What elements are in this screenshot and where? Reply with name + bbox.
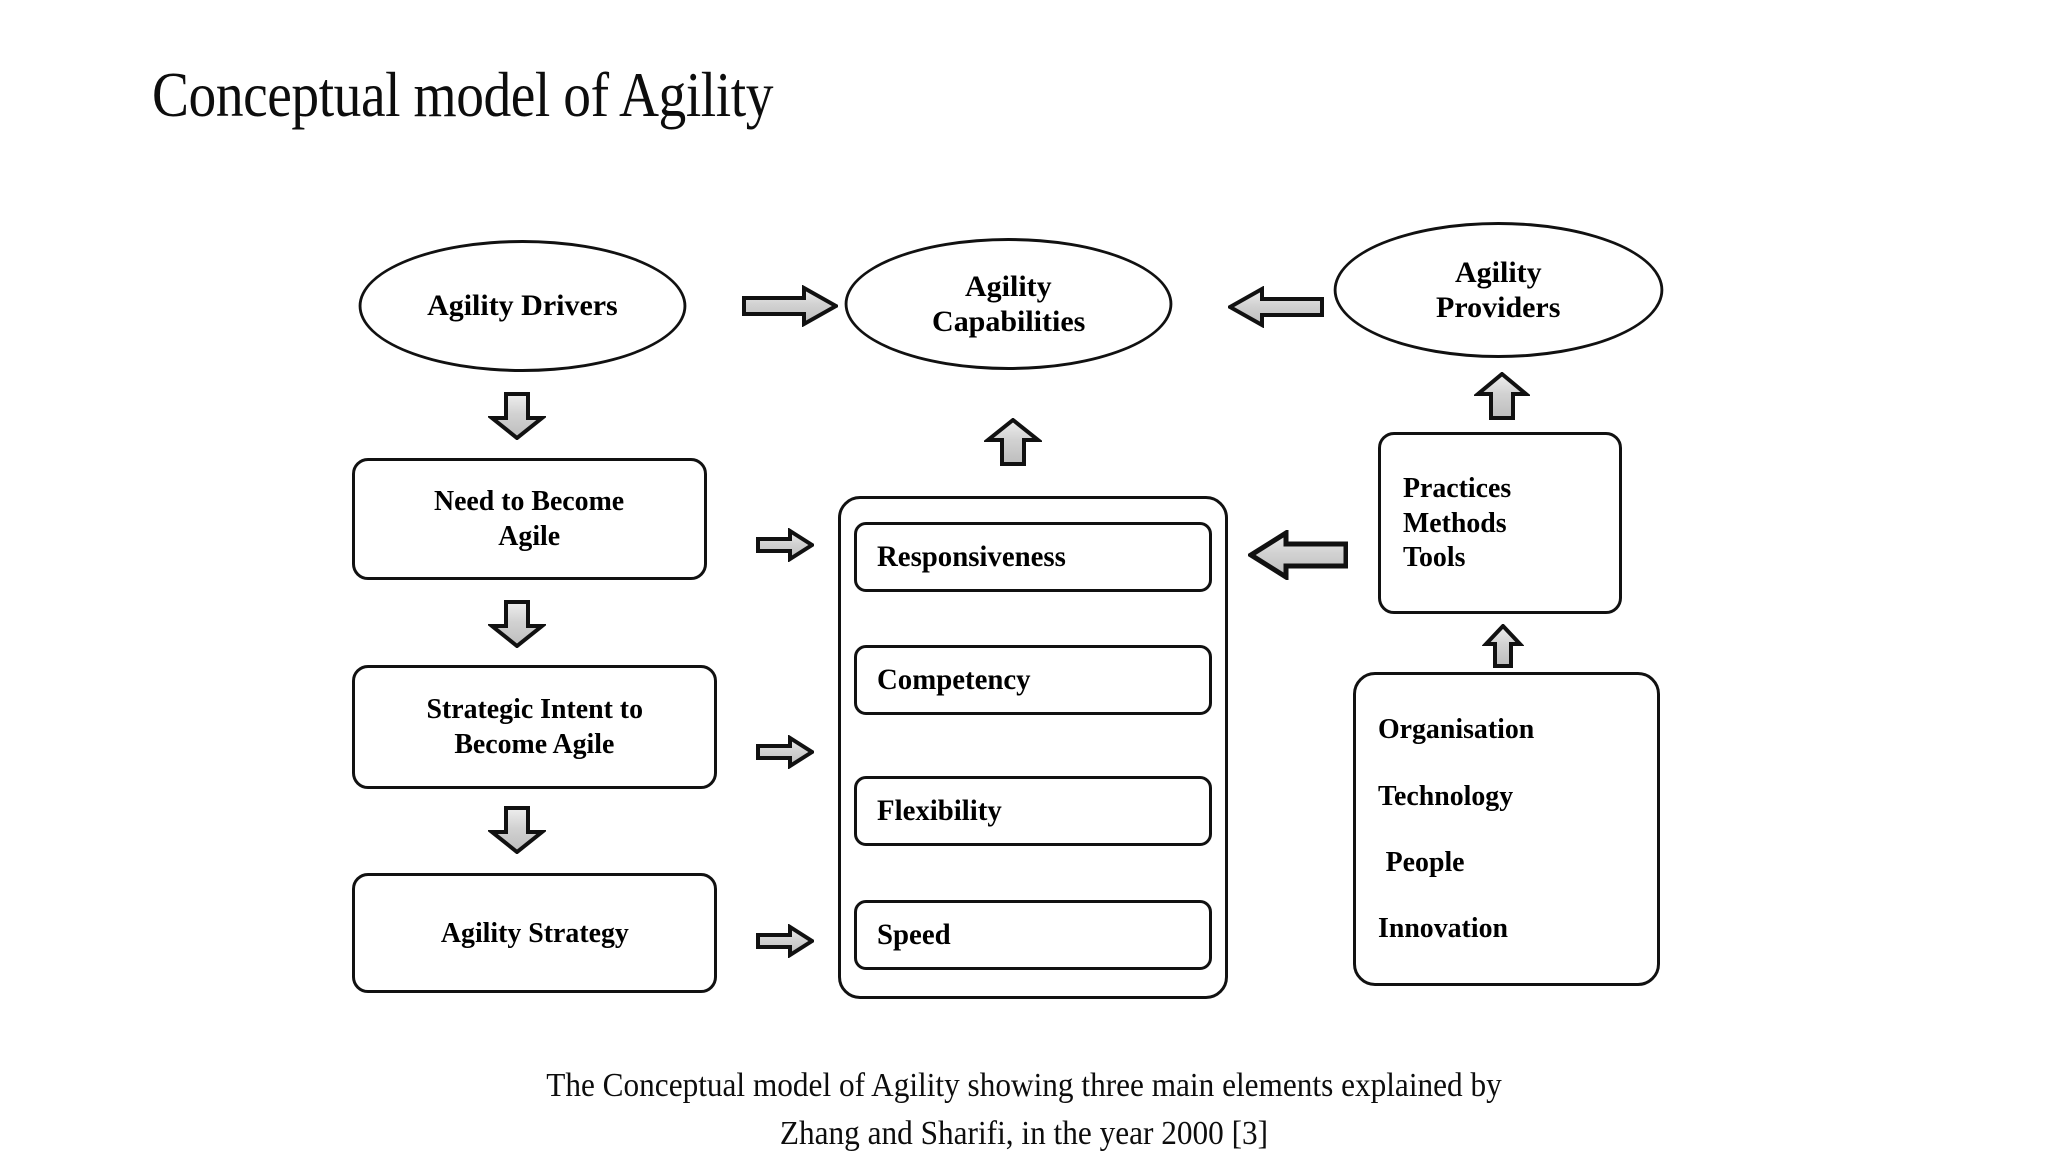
- capability-item-flexibility-label: Flexibility: [877, 794, 1002, 827]
- arrow-drivers-to-capabilities-icon: [742, 285, 838, 327]
- ellipse-agility-drivers-label: Agility Drivers: [427, 289, 618, 323]
- box-need-to-become-agile-line-2: Agile: [498, 520, 561, 552]
- arrow-stack-to-capabilities-icon: [984, 418, 1042, 466]
- ellipse-agility-drivers[interactable]: Agility Drivers: [358, 240, 687, 372]
- figure-caption-line-2: Zhang and Sharifi, in the year 2000 [3]: [779, 1115, 1269, 1152]
- arrow-practices-to-providers-icon: [1474, 372, 1530, 420]
- box-strategic-intent-line-2: Become Agile: [454, 728, 615, 760]
- box-practices-methods-tools-line-3: Tools: [1403, 541, 1466, 574]
- arrow-enablers-to-practices-icon: [1482, 624, 1524, 668]
- box-strategic-intent-line-1: Strategic Intent to: [426, 693, 643, 726]
- capability-item-competency[interactable]: Competency: [854, 645, 1212, 715]
- box-practices-methods-tools-line-1: Practices: [1403, 471, 1512, 504]
- capability-item-responsiveness[interactable]: Responsiveness: [854, 522, 1212, 592]
- ellipse-agility-providers[interactable]: Agility Providers: [1333, 222, 1664, 358]
- capability-item-speed[interactable]: Speed: [854, 900, 1212, 970]
- box-strategic-intent[interactable]: Strategic Intent to Become Agile: [352, 665, 717, 789]
- arrow-drivers-to-need-icon: [488, 392, 546, 440]
- ellipse-agility-capabilities-label-1: Agility: [965, 269, 1052, 303]
- box-need-to-become-agile-line-1: Need to Become: [434, 485, 625, 518]
- arrow-strategic-to-strategy-icon: [488, 806, 546, 854]
- capability-item-speed-label: Speed: [877, 918, 951, 951]
- box-agility-strategy[interactable]: Agility Strategy: [352, 873, 717, 993]
- box-agility-enablers-line-3: People: [1385, 845, 1465, 878]
- box-practices-methods-tools-line-2: Methods: [1403, 506, 1507, 539]
- capability-item-competency-label: Competency: [877, 663, 1031, 696]
- box-need-to-become-agile[interactable]: Need to Become Agile: [352, 458, 707, 580]
- box-agility-enablers-line-1: Organisation: [1378, 713, 1535, 746]
- box-agility-strategy-label: Agility Strategy: [440, 916, 629, 949]
- box-agility-enablers-line-2: Technology: [1378, 779, 1514, 812]
- capability-item-flexibility[interactable]: Flexibility: [854, 776, 1212, 846]
- arrow-need-to-strategic-icon: [488, 600, 546, 648]
- arrow-strategy-to-stack-icon: [756, 924, 814, 958]
- box-practices-methods-tools[interactable]: Practices Methods Tools: [1378, 432, 1622, 614]
- figure-caption: The Conceptual model of Agility showing …: [82, 1062, 1966, 1152]
- box-agility-enablers[interactable]: Organisation Technology People Innovatio…: [1353, 672, 1660, 986]
- ellipse-agility-providers-label-1: Agility: [1455, 255, 1542, 289]
- ellipse-agility-capabilities-label-2: Capabilities: [931, 305, 1086, 338]
- arrow-need-to-stack-icon: [756, 528, 814, 562]
- arrow-practices-to-stack-icon: [1248, 530, 1348, 580]
- ellipse-agility-providers-label-2: Providers: [1436, 291, 1561, 324]
- page-title: Conceptual model of Agility: [152, 60, 773, 130]
- figure-caption-line-1: The Conceptual model of Agility showing …: [546, 1067, 1502, 1104]
- ellipse-agility-capabilities[interactable]: Agility Capabilities: [844, 238, 1173, 370]
- box-agility-enablers-line-4: Innovation: [1378, 911, 1508, 944]
- capability-item-responsiveness-label: Responsiveness: [877, 540, 1066, 573]
- arrow-strategic-to-stack-icon: [756, 735, 814, 769]
- arrow-providers-to-capabilities-icon: [1228, 286, 1324, 328]
